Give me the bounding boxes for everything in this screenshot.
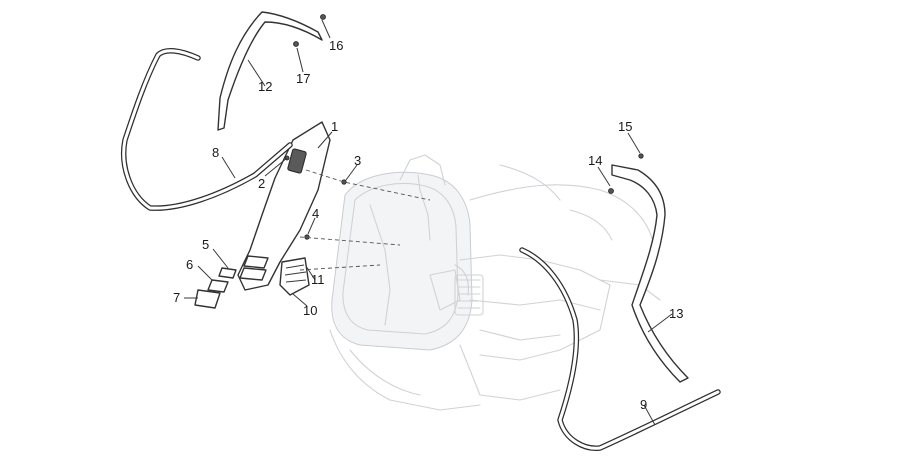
callout-1: 1 [331,119,338,134]
callout-11: 11 [311,272,325,287]
callout-4: 4 [312,206,319,221]
part-12-upper-trim [217,11,323,131]
part-13-side-trim [611,164,689,383]
callout-8: 8 [212,145,219,160]
leader-lines [184,19,673,426]
callout-3: 3 [354,153,361,168]
assembly-lines [299,169,431,271]
callout-16: 16 [329,38,343,53]
part-7-pad [194,289,221,309]
callout-14: 14 [588,153,602,168]
callout-5: 5 [202,237,209,252]
part-9-right-rail [519,247,721,451]
callouts: 1 2 3 4 5 6 7 8 9 10 11 12 13 14 15 16 1… [173,38,683,412]
part-8-left-rail [121,48,293,211]
callout-13: 13 [669,306,683,321]
callout-15: 15 [618,119,632,134]
callout-10: 10 [303,303,317,318]
part-6-clip [207,279,229,293]
callout-7: 7 [173,290,180,305]
callout-2: 2 [258,176,265,191]
fasteners [284,14,644,240]
scooter-body-outline [329,154,661,411]
callout-12: 12 [258,79,272,94]
callout-17: 17 [296,71,310,86]
part-5-clip [218,267,237,279]
callout-9: 9 [640,397,647,412]
part-1-horn-cover [237,121,331,291]
part-10-grille [279,257,310,296]
callout-6: 6 [186,257,193,272]
